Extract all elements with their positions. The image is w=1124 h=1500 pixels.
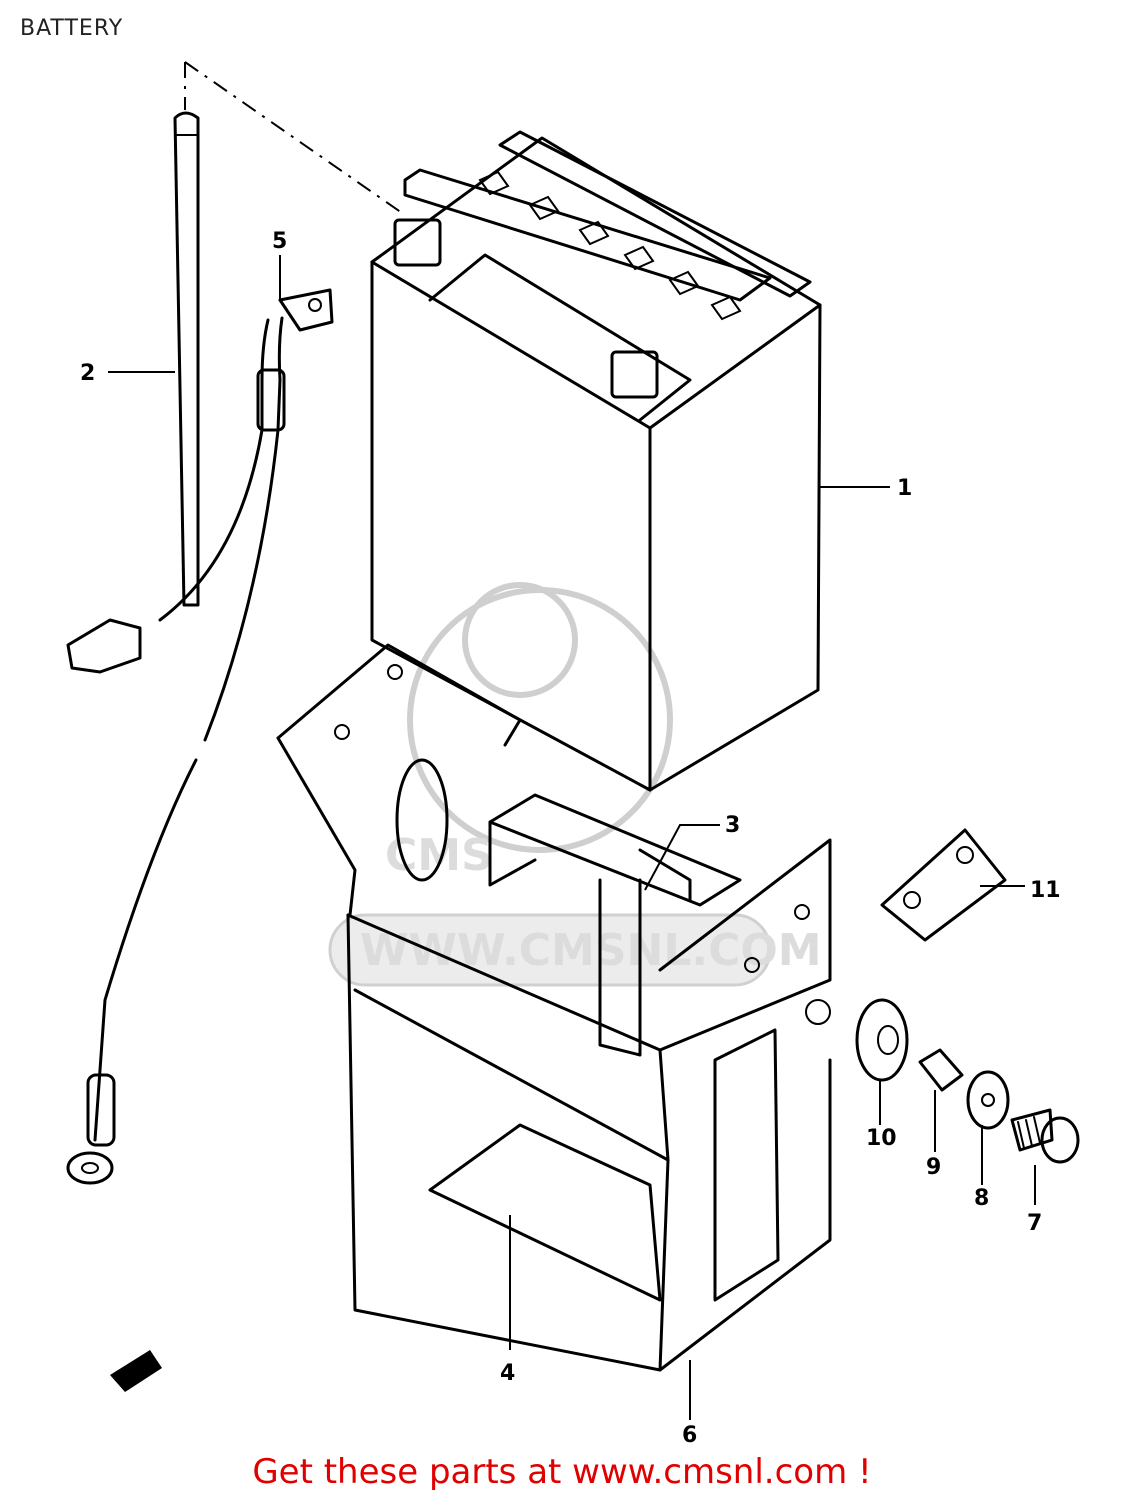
leader-lines	[108, 255, 1036, 1420]
rubber-cushion	[855, 998, 909, 1082]
page-title: BATTERY	[20, 16, 124, 41]
bolt	[1010, 1108, 1080, 1164]
callout-9: 9	[926, 1155, 941, 1180]
callout-8: 8	[974, 1186, 989, 1211]
callout-10: 10	[866, 1126, 897, 1151]
bracket-plate	[880, 828, 1007, 942]
assembly-line	[184, 61, 406, 216]
breather-tube	[173, 111, 200, 607]
battery-cable	[66, 288, 334, 1185]
watermark: CMS WWW.CMSNL.COM	[328, 582, 822, 987]
parts-link[interactable]: Get these parts at www.cmsnl.com !	[252, 1452, 872, 1492]
callout-3: 3	[725, 813, 740, 838]
battery-case	[276, 643, 832, 1372]
callout-11: 11	[1030, 878, 1061, 903]
battery-strap	[488, 793, 742, 907]
battery-cell-caps	[478, 170, 742, 321]
callout-6: 6	[682, 1423, 697, 1448]
callout-2: 2	[80, 361, 95, 386]
washer	[966, 1070, 1010, 1130]
battery	[370, 130, 822, 792]
spacer-collar	[918, 1048, 964, 1092]
callout-1: 1	[897, 476, 912, 501]
callout-4: 4	[500, 1361, 515, 1386]
callout-5: 5	[272, 229, 287, 254]
callout-7: 7	[1027, 1211, 1042, 1236]
front-arrow-icon	[110, 1350, 162, 1392]
